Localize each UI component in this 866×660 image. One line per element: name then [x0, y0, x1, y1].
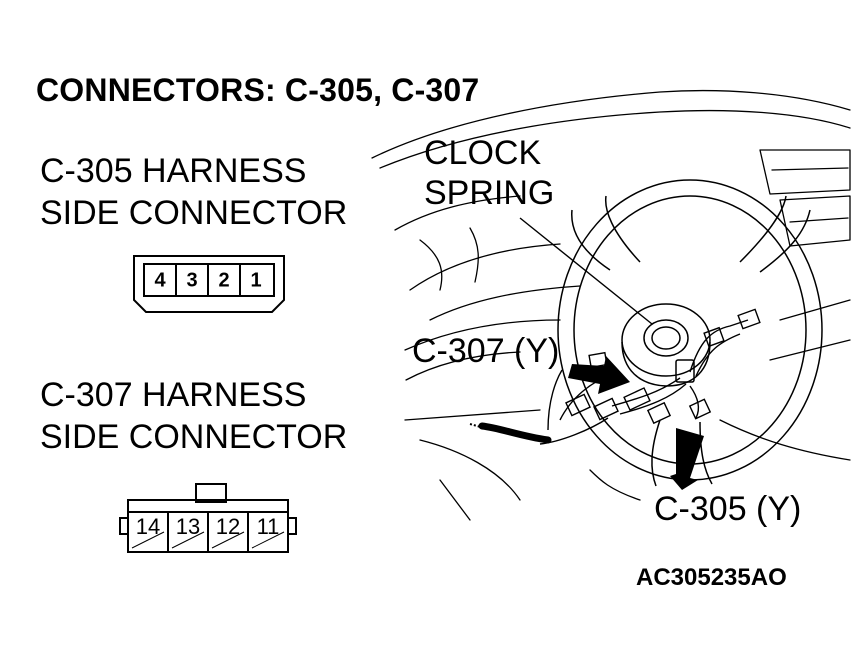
c307-pin-13: 13 [176, 514, 200, 539]
c305-connector-face [133, 255, 285, 313]
c305-pin-2: 2 [218, 269, 229, 291]
clock-spring-leader-line [519, 217, 653, 325]
c307-pin-11: 11 [257, 514, 280, 539]
c307-arrow [568, 356, 630, 394]
clock-spring-label-line2: SPRING [424, 174, 555, 212]
c305-pin-3: 3 [186, 269, 197, 291]
figure-code: AC305235AO [636, 564, 787, 591]
c307-callout: C-307 (Y) [412, 332, 560, 370]
clock-spring-label-line1: CLOCK [424, 134, 542, 172]
c307-pin-14: 14 [136, 514, 160, 539]
c305-callout: C-305 (Y) [654, 490, 802, 528]
dashboard-outline [371, 89, 851, 159]
c307-label-line1: C-307 HARNESS [40, 376, 307, 414]
c305-label-line1: C-305 HARNESS [40, 152, 307, 190]
c305-pin-4: 4 [154, 269, 166, 291]
page-title: CONNECTORS: C-305, C-307 [36, 72, 480, 108]
c307-label-line2: SIDE CONNECTOR [40, 418, 348, 456]
c307-pin-12: 12 [216, 514, 240, 539]
main-harness-cable [478, 422, 552, 444]
c305-label-line2: SIDE CONNECTOR [40, 194, 348, 232]
c305-arrow [670, 428, 704, 490]
c307-connector-face [119, 483, 297, 553]
c305-pin-1: 1 [250, 269, 261, 291]
